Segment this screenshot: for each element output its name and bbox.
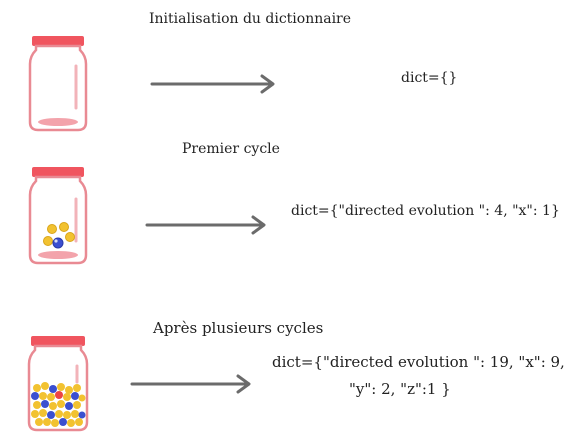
stage2-dict: dict={"directed evolution ": 4, "x": 1} [291,203,560,219]
stage3-dict-line1: dict={"directed evolution ": 19, "x": 9, [272,353,565,371]
arrow-right-icon [150,74,275,94]
stage3-dict-line2: "y": 2, "z":1 } [349,380,451,398]
stage1-title: Initialisation du dictionnaire [149,11,352,27]
stage1-dict: dict={} [401,70,458,86]
jar-full-icon [27,336,89,432]
jar-empty-icon [28,36,88,132]
balls [43,222,75,249]
arrow-right-icon [130,374,251,394]
balls [31,382,86,427]
stage2-title: Premier cycle [182,141,280,157]
arrow-right-icon [145,215,266,235]
stage3-title: Après plusieurs cycles [153,319,324,337]
jar-few-balls-icon [28,167,88,265]
